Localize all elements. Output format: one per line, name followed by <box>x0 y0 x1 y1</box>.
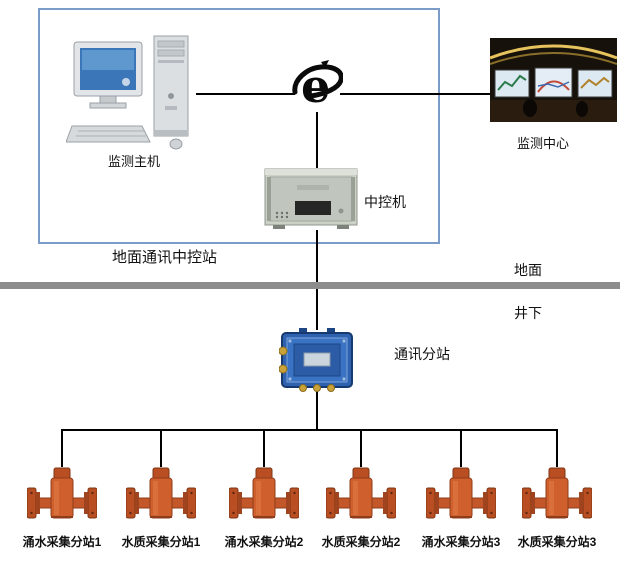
flow-sensor-icon <box>27 467 97 519</box>
collector-device: 水质采集分站1 <box>113 429 209 557</box>
surface-divider <box>0 282 620 289</box>
collector-device: 涌水采集分站1 <box>14 429 110 557</box>
flow-sensor-icon <box>126 467 196 519</box>
connector-bus-to-device <box>556 429 558 467</box>
surface-label: 地面 <box>514 262 542 278</box>
flow-sensor-icon <box>426 467 496 519</box>
substation-label: 通讯分站 <box>394 346 450 362</box>
connector-bus-to-device <box>160 429 162 467</box>
flow-sensor-icon <box>229 467 299 519</box>
connector-internet-to-center <box>340 93 490 95</box>
control-room-image <box>490 38 617 122</box>
connector-bus-to-device <box>360 429 362 467</box>
device-label: 涌水采集分站1 <box>22 535 102 549</box>
center-label: 监测中心 <box>517 136 570 151</box>
junction-box-icon <box>279 328 353 392</box>
server-label: 中控机 <box>364 194 406 210</box>
flow-sensor-icon <box>326 467 396 519</box>
connector-bus-to-device <box>61 429 63 467</box>
rack-server-icon <box>264 168 358 229</box>
device-label: 水质采集分站3 <box>517 535 597 549</box>
device-label: 涌水采集分站3 <box>421 535 501 549</box>
connector-server-to-substation <box>316 230 318 330</box>
ground-station-box <box>38 8 440 244</box>
desktop-computer-icon <box>66 35 189 150</box>
collector-device: 水质采集分站3 <box>509 429 605 557</box>
flow-sensor-icon <box>522 467 592 519</box>
host-label: 监测主机 <box>108 154 161 169</box>
device-label: 水质采集分站1 <box>121 535 201 549</box>
collector-device: 涌水采集分站2 <box>216 429 312 557</box>
collector-device: 涌水采集分站3 <box>413 429 509 557</box>
collector-device: 水质采集分站2 <box>313 429 409 557</box>
connector-bus-to-device <box>263 429 265 467</box>
connector-bus-to-device <box>460 429 462 467</box>
connector-internet-to-server <box>316 112 318 168</box>
connector-substation-to-bus <box>316 390 318 431</box>
device-label: 水质采集分站2 <box>321 535 401 549</box>
connector-host-to-internet <box>196 93 295 95</box>
ground-station-label: 地面通讯中控站 <box>112 249 218 266</box>
device-label: 涌水采集分站2 <box>224 535 304 549</box>
underground-label: 井下 <box>514 305 542 321</box>
device-bus-line <box>62 429 558 431</box>
internet-e-icon: e <box>292 59 343 113</box>
